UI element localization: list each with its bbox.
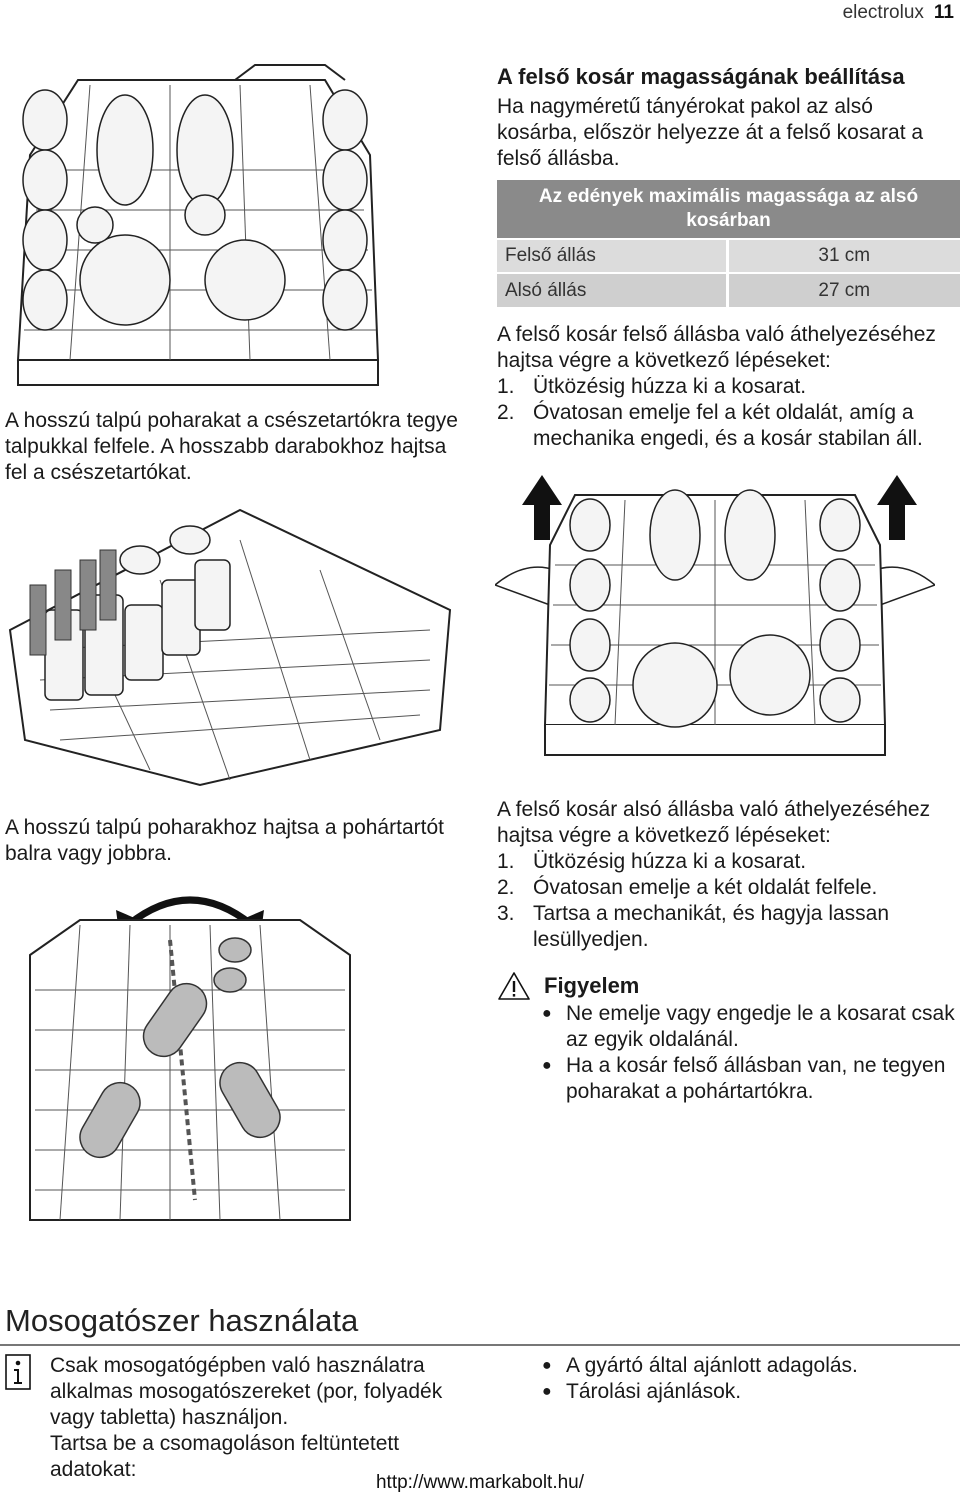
row-label-upper: Felső állás (497, 238, 727, 273)
list-item: 1.Ütközésig húzza ki a kosarat. (497, 375, 807, 398)
info-text-detergents: Csak mosogatógépben való használatra alk… (50, 1354, 443, 1429)
max-height-table: Az edények maximális magassága az alsó k… (497, 180, 960, 307)
row-label-lower: Alsó állás (497, 272, 727, 307)
pivoting-glass-holder-illustration (29, 896, 351, 1221)
bullet-icon: ● (542, 1057, 552, 1074)
footer-url[interactable]: http://www.markabolt.hu/ (375, 1472, 585, 1493)
upper-steps-list: 1.Ütközésig húzza ki a kosarat. 2.Óvatos… (497, 374, 957, 452)
upper-position-intro: A felső kosár felső állásba való áthelye… (497, 323, 936, 372)
upper-position-instructions: A felső kosár felső állásba való áthelye… (497, 322, 957, 452)
page-header: electrolux 11 (843, 2, 954, 24)
warning-list: ●Ne emelje vagy engedje le a kosarat csa… (540, 1001, 958, 1105)
warning-icon (498, 972, 530, 1000)
bullet-icon: ● (542, 1357, 552, 1374)
caption-glass-holder: A hosszú talpú poharakhoz hajtsa a pohár… (5, 816, 444, 865)
list-item: ●Tárolási ajánlások. (542, 1380, 742, 1403)
list-item: 2.Óvatosan emelje a két oldalát felfele. (497, 876, 878, 899)
bullet-icon: ● (542, 1383, 552, 1400)
page-number: 11 (933, 2, 954, 23)
list-item: ●Ha a kosár felső állásban van, ne tegye… (542, 1054, 946, 1103)
height-adjust-heading: A felső kosár magasságának beállítása (497, 64, 905, 89)
warning-title: Figyelem (544, 973, 640, 998)
lower-steps-list: 1.Ütközésig húzza ki a kosarat. 2.Óvatos… (497, 849, 957, 953)
height-adjust-intro: Ha nagyméretű tányérokat pakol az alsó k… (497, 95, 924, 170)
info-text-packaging: Tartsa be a csomagoláson feltüntetett ad… (50, 1432, 400, 1481)
lower-position-intro: A felső kosár alsó állásba való áthelyez… (497, 798, 931, 847)
section-title: Mosogatószer használata (5, 1303, 359, 1338)
brand-name: electrolux (842, 2, 924, 23)
glass-holder-illustration (8, 508, 452, 787)
list-item: 1.Ütközésig húzza ki a kosarat. (497, 850, 807, 873)
upper-basket-cups-illustration (16, 64, 380, 386)
caption-cup-racks: A hosszú talpú poharakat a csészetartókr… (5, 409, 458, 484)
list-item: 3.Tartsa a mechanikát, és hagyja lassan … (497, 902, 890, 951)
max-height-table-header: Az edények maximális magassága az alsó k… (497, 180, 960, 239)
row-value-lower: 27 cm (725, 272, 960, 307)
section-divider (0, 1344, 960, 1346)
lower-position-instructions: A felső kosár alsó állásba való áthelyez… (497, 797, 957, 953)
list-item: 2.Óvatosan emelje fel a két oldalát, amí… (497, 401, 923, 450)
list-item: ●A gyártó által ajánlott adagolás. (542, 1354, 858, 1377)
info-icon (5, 1354, 31, 1390)
info-text: Csak mosogatógépben való használatra alk… (50, 1353, 490, 1483)
detergent-bullets: ●A gyártó által ajánlott adagolás. ●Táro… (540, 1353, 958, 1405)
bullet-icon: ● (542, 1005, 552, 1022)
list-item: ●Ne emelje vagy engedje le a kosarat csa… (542, 1002, 955, 1051)
row-value-upper: 31 cm (725, 238, 960, 273)
lift-basket-illustration (495, 475, 935, 756)
